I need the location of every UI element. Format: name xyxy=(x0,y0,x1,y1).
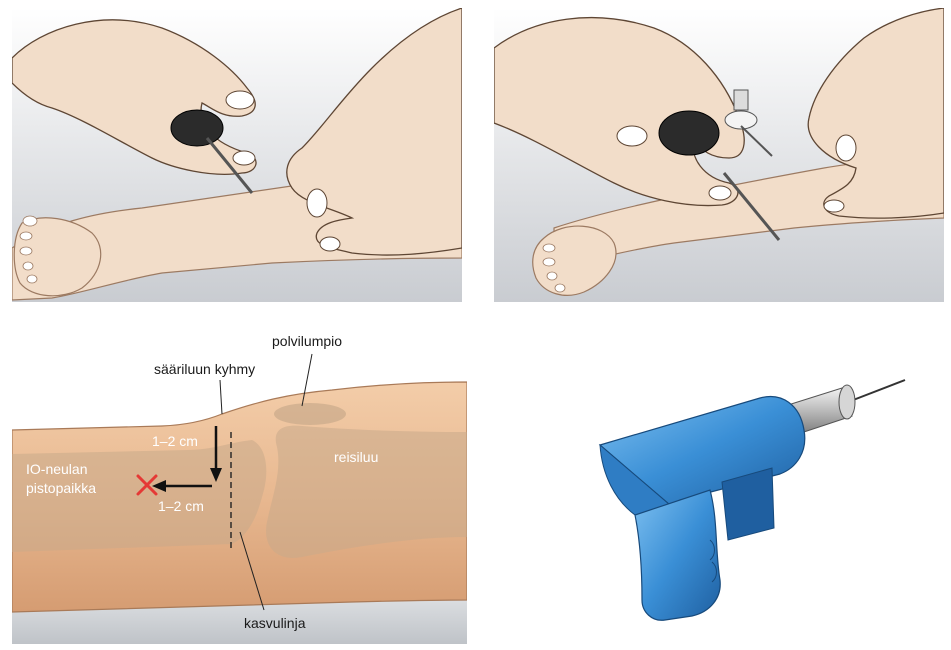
panel-io-drill xyxy=(560,350,940,640)
left-fingernail xyxy=(709,186,731,200)
label-patella: polvilumpio xyxy=(272,333,342,349)
label-femur: reisiluu xyxy=(334,449,378,465)
io-drill-illustration xyxy=(560,350,940,640)
drill-needle xyxy=(848,380,905,402)
panel-knee-anatomy: polvilumpio sääriluun kyhmy 1–2 cm 1–2 c… xyxy=(12,322,467,644)
label-insertion-line2: pistopaikka xyxy=(26,480,96,496)
right-thumbnail xyxy=(836,135,856,161)
needle-inserted-illustration xyxy=(494,8,944,302)
patella xyxy=(274,403,346,425)
left-fingernail xyxy=(233,151,255,165)
panel-needle-insertion-grip xyxy=(12,8,462,302)
right-fingernail xyxy=(320,237,340,251)
left-thumbnail xyxy=(226,91,254,109)
label-distance-horizontal: 1–2 cm xyxy=(158,498,204,514)
label-tibial-tuberosity: sääriluun kyhmy xyxy=(154,361,255,377)
right-fingernail xyxy=(824,200,844,212)
label-insertion-line1: IO-neulan xyxy=(26,461,87,477)
right-thumbnail xyxy=(307,189,327,217)
knee-anatomy-diagram: polvilumpio sääriluun kyhmy 1–2 cm 1–2 c… xyxy=(12,322,467,644)
label-growth-plate: kasvulinja xyxy=(244,615,306,631)
drill-hub-flange xyxy=(839,385,855,419)
needle-grip-illustration xyxy=(12,8,462,302)
needle-handle xyxy=(171,110,223,146)
needle-handle xyxy=(659,111,719,155)
panel-needle-inserted xyxy=(494,8,944,302)
label-distance-vertical: 1–2 cm xyxy=(152,433,198,449)
left-thumbnail xyxy=(617,126,647,146)
tibia-bone xyxy=(12,440,266,552)
